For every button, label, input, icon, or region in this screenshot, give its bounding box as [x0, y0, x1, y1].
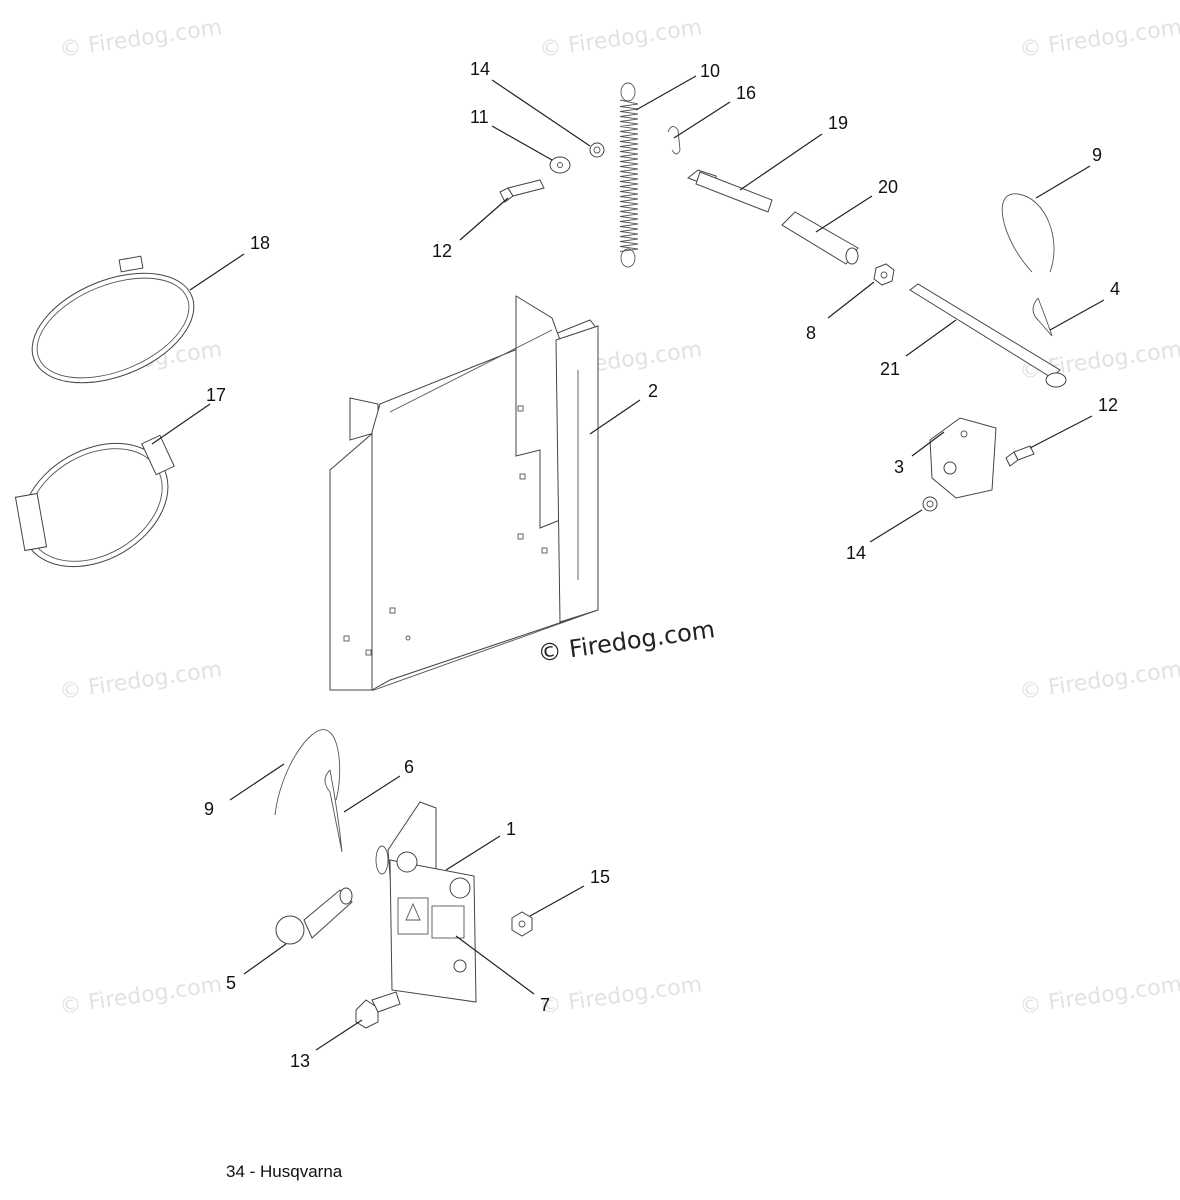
hose-clamp-part	[14, 434, 175, 568]
callout-6: 6	[404, 757, 415, 777]
callout-14: 14	[470, 59, 491, 79]
washer-part	[549, 156, 571, 174]
callout-15: 15	[590, 867, 611, 887]
callout-21: 21	[880, 359, 901, 379]
lanyard-part	[274, 729, 341, 816]
page-footer: 34 - Husqvarna	[226, 1162, 343, 1181]
callout-19: 19	[828, 113, 849, 133]
callout-14: 14	[846, 543, 867, 563]
main-bracket-part	[329, 295, 599, 691]
callout-17: 17	[206, 385, 227, 405]
pin-part	[275, 887, 353, 945]
plate-part	[929, 417, 997, 499]
callout-9: 9	[1092, 145, 1103, 165]
callout-20: 20	[878, 177, 899, 197]
lanyard-part	[1001, 193, 1055, 273]
bolt-part	[1005, 445, 1035, 467]
hitch-plate-part	[375, 801, 477, 1003]
callout-18: 18	[250, 233, 271, 253]
callout-16: 16	[736, 83, 757, 103]
callout-5: 5	[226, 973, 237, 993]
hose-clamp-part	[31, 255, 195, 384]
tube-part	[781, 211, 859, 265]
callout-12: 12	[432, 241, 453, 261]
clip-part	[667, 126, 681, 155]
spring-part	[619, 82, 639, 268]
nut-part	[922, 496, 938, 512]
callout-12: 12	[1098, 395, 1119, 415]
callout-9: 9	[204, 799, 215, 819]
callout-11: 11	[470, 107, 489, 127]
nut-part	[873, 263, 895, 286]
hair-pin-part	[1032, 297, 1053, 337]
bolt-part	[355, 991, 401, 1029]
leader-lines	[151, 75, 1105, 1051]
callout-7: 7	[540, 995, 551, 1015]
nut-part	[589, 142, 605, 158]
callout-8: 8	[806, 323, 817, 343]
hair-pin-part	[324, 769, 343, 853]
callout-2: 2	[648, 381, 659, 401]
callout-4: 4	[1110, 279, 1121, 299]
bolt-part	[499, 179, 545, 203]
callout-13: 13	[290, 1051, 311, 1071]
callout-10: 10	[700, 61, 721, 81]
callout-3: 3	[894, 457, 905, 477]
rod-part	[909, 283, 1067, 388]
l-pin-part	[687, 169, 773, 213]
callout-1: 1	[506, 819, 517, 839]
nut-part	[511, 911, 533, 937]
